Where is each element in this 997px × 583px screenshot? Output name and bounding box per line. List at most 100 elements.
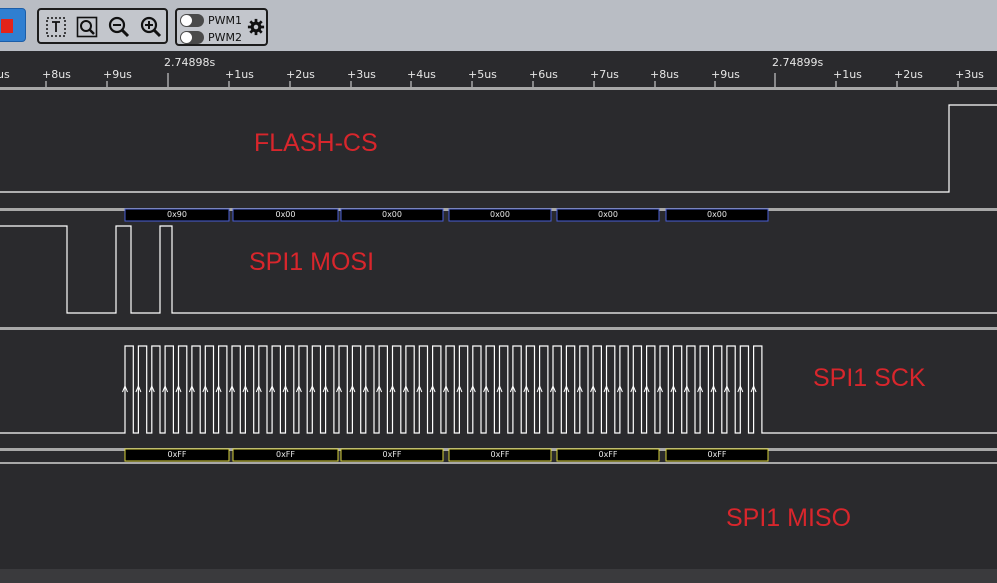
clock-edge-arrow — [616, 384, 623, 393]
spi1-sck-label: SPI1 SCK — [813, 364, 926, 392]
text-cursor-icon[interactable] — [45, 16, 67, 38]
ruler-tick: +4us — [407, 68, 436, 81]
clock-edge-arrow — [697, 384, 704, 393]
stop-icon — [1, 19, 13, 33]
clock-edge-arrow — [563, 384, 570, 393]
mosi-decoded-box[interactable] — [448, 208, 552, 222]
clock-edge-arrow — [536, 384, 543, 393]
clock-edge-arrow — [175, 384, 182, 393]
ruler-tick: +2us — [286, 68, 315, 81]
pwm2-row: PWM2 — [180, 29, 242, 45]
clock-edge-arrow — [723, 384, 730, 393]
clock-edge-arrow — [576, 384, 583, 393]
mosi-decoded-box[interactable] — [340, 208, 444, 222]
gear-icon[interactable] — [247, 17, 265, 37]
mosi-decoded-box[interactable] — [665, 208, 769, 222]
ruler-tick: +7us — [590, 68, 619, 81]
clock-edge-arrow — [242, 384, 249, 393]
pwm1-toggle[interactable] — [180, 13, 204, 27]
miso-decoded-box[interactable] — [232, 448, 339, 462]
stop-button[interactable] — [0, 8, 26, 42]
clock-edge-arrow — [483, 384, 490, 393]
clock-edge-arrow — [456, 384, 463, 393]
clock-edge-arrow — [135, 384, 142, 393]
clock-edge-arrow — [349, 384, 356, 393]
mosi-decode-row — [124, 208, 769, 222]
miso-decoded-box[interactable] — [556, 448, 660, 462]
ruler-tick: +9us — [711, 68, 740, 81]
spi1-miso-label: SPI1 MISO — [726, 504, 852, 532]
clock-edge-arrow — [509, 384, 516, 393]
clock-edge-arrow — [523, 384, 530, 393]
clock-edge-arrow — [162, 384, 169, 393]
mosi-decoded-value: 0x00 — [597, 210, 618, 219]
clock-edge-arrow — [603, 384, 610, 393]
clock-edge-arrow — [496, 384, 503, 393]
pwm2-label: PWM2 — [208, 30, 242, 44]
ruler-tick: +8us — [650, 68, 679, 81]
ruler-tick: +6us — [529, 68, 558, 81]
miso-decoded-box[interactable] — [448, 448, 552, 462]
mosi-decoded-value: 0x00 — [275, 210, 296, 219]
sck-trace — [0, 345, 997, 434]
view-tools-group — [37, 8, 168, 44]
ruler-tick: +5us — [468, 68, 497, 81]
ruler-tick: +9us — [103, 68, 132, 81]
time-marker-label: 2.74899s — [772, 56, 824, 69]
clock-edge-arrow — [229, 384, 235, 393]
clock-edge-arrow — [188, 384, 195, 393]
clock-edge-arrow — [309, 384, 316, 393]
mosi-decoded-box[interactable] — [232, 208, 339, 222]
clock-edge-arrow — [443, 384, 449, 393]
clock-edge-arrow — [202, 384, 209, 393]
clock-edge-arrow — [469, 384, 476, 393]
ruler-tick: +8us — [42, 68, 71, 81]
clock-edge-arrow — [269, 384, 276, 393]
clock-edge-arrow — [550, 384, 556, 393]
pwm2-toggle[interactable] — [180, 30, 204, 44]
spi1-mosi-label: SPI1 MOSI — [249, 248, 375, 276]
zoom-in-icon[interactable] — [140, 16, 162, 38]
clock-edge-arrow — [670, 384, 677, 393]
clock-edge-arrow — [416, 384, 423, 393]
miso-decoded-value: 0xFF — [382, 450, 402, 459]
miso-decoded-box[interactable] — [340, 448, 444, 462]
miso-decoded-value: 0xFF — [598, 450, 618, 459]
mosi-decoded-box[interactable] — [124, 208, 230, 222]
ruler-tick-marks — [45, 73, 959, 87]
clock-edge-arrow — [590, 384, 597, 393]
miso-decode-row — [124, 448, 769, 462]
clock-edge-arrow — [148, 384, 155, 393]
zoom-fit-icon[interactable] — [76, 16, 98, 38]
pwm-controls: PWM1 PWM2 — [175, 8, 268, 46]
bottom-status-strip — [0, 569, 997, 583]
sck-clock-arrows — [122, 384, 757, 393]
clock-edge-arrow — [429, 384, 436, 393]
ruler-tick: us — [0, 68, 10, 81]
clock-edge-arrow — [402, 384, 409, 393]
clock-edge-arrow — [336, 384, 342, 393]
clock-edge-arrow — [630, 384, 637, 393]
clock-edge-arrow — [295, 384, 302, 393]
ruler-tick: +1us — [225, 68, 254, 81]
toolbar: PWM1 PWM2 — [0, 0, 997, 51]
clock-edge-arrow — [683, 384, 690, 393]
mosi-decoded-value: 0x00 — [381, 210, 402, 219]
miso-decoded-value: 0xFF — [707, 450, 727, 459]
clock-edge-arrow — [389, 384, 396, 393]
miso-decoded-box[interactable] — [124, 448, 230, 462]
flash-cs-label: FLASH-CS — [254, 129, 378, 157]
clock-edge-arrow — [657, 384, 663, 393]
mosi-decoded-box[interactable] — [556, 208, 660, 222]
clock-edge-arrow — [750, 384, 757, 393]
clock-edge-arrow — [737, 384, 744, 393]
mosi-decoded-value: 0x90 — [166, 210, 187, 219]
flash-cs-trace — [0, 104, 997, 193]
clock-edge-arrow — [282, 384, 289, 393]
clock-edge-arrow — [376, 384, 383, 393]
time-marker-label: 2.74898s — [164, 56, 216, 69]
miso-decoded-box[interactable] — [665, 448, 769, 462]
mosi-decoded-value: 0x00 — [706, 210, 727, 219]
zoom-out-icon[interactable] — [108, 16, 130, 38]
